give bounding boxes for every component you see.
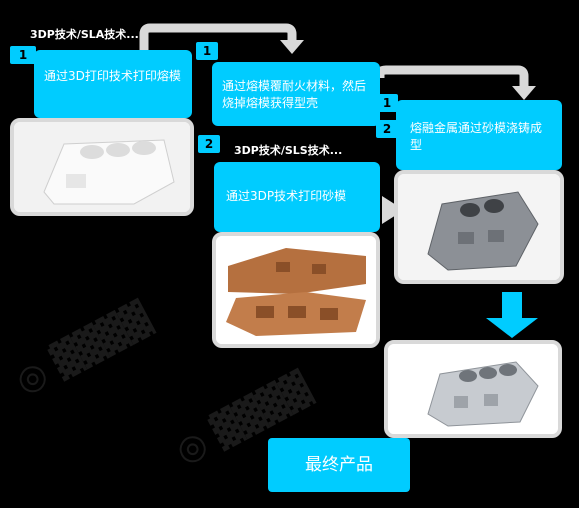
route-label-sls: 3DP技术/SLS技术...	[234, 144, 343, 157]
photo-cast-block	[394, 170, 564, 284]
badge-casting-2: 2	[376, 120, 398, 138]
step-print-pattern-box: 通过3D打印技术打印熔模	[34, 50, 192, 118]
badge-sla-1: 1	[10, 46, 36, 64]
badge-shell-1: 1	[196, 42, 218, 60]
photo-white-pattern	[10, 118, 194, 216]
photo-sand-mold	[212, 232, 380, 348]
step-sand-mold-box: 通过3DP技术打印砂模	[214, 162, 380, 232]
step-shell-text: 通过熔模覆耐火材料，然后烧掉熔模获得型壳	[222, 79, 367, 110]
arrow-head	[512, 86, 536, 100]
arrow-shell-to-casting	[375, 65, 529, 86]
route-label-sla: 3DP技术/SLA技术...	[30, 28, 139, 41]
arrow-sand-to-casting	[382, 196, 404, 224]
arrow-down-to-final	[486, 292, 538, 338]
badge-casting-1: 1	[376, 94, 398, 112]
step-casting-text: 熔融金属通过砂模浇铸成型	[410, 121, 543, 152]
step-print-pattern-text: 通过3D打印技术打印熔模	[44, 69, 181, 83]
photo-final-block	[384, 340, 562, 438]
step-casting-box: 熔融金属通过砂模浇铸成型	[396, 100, 562, 170]
sand-mold-parts-image	[216, 236, 376, 344]
final-product-box: 最终产品	[268, 438, 410, 492]
arrow-head	[280, 40, 304, 54]
step-shell-box: 通过熔模覆耐火材料，然后烧掉熔模获得型壳	[212, 62, 380, 126]
white-printed-engine-block-image	[14, 122, 190, 212]
cast-metal-engine-block-image	[398, 174, 560, 280]
step-sand-mold-text: 通过3DP技术打印砂模	[226, 189, 347, 203]
badge-sls-2: 2	[198, 135, 220, 153]
final-engine-block-product-image	[388, 344, 558, 434]
final-product-label: 最终产品	[305, 455, 373, 475]
arrow-sla-to-shell	[139, 23, 297, 52]
